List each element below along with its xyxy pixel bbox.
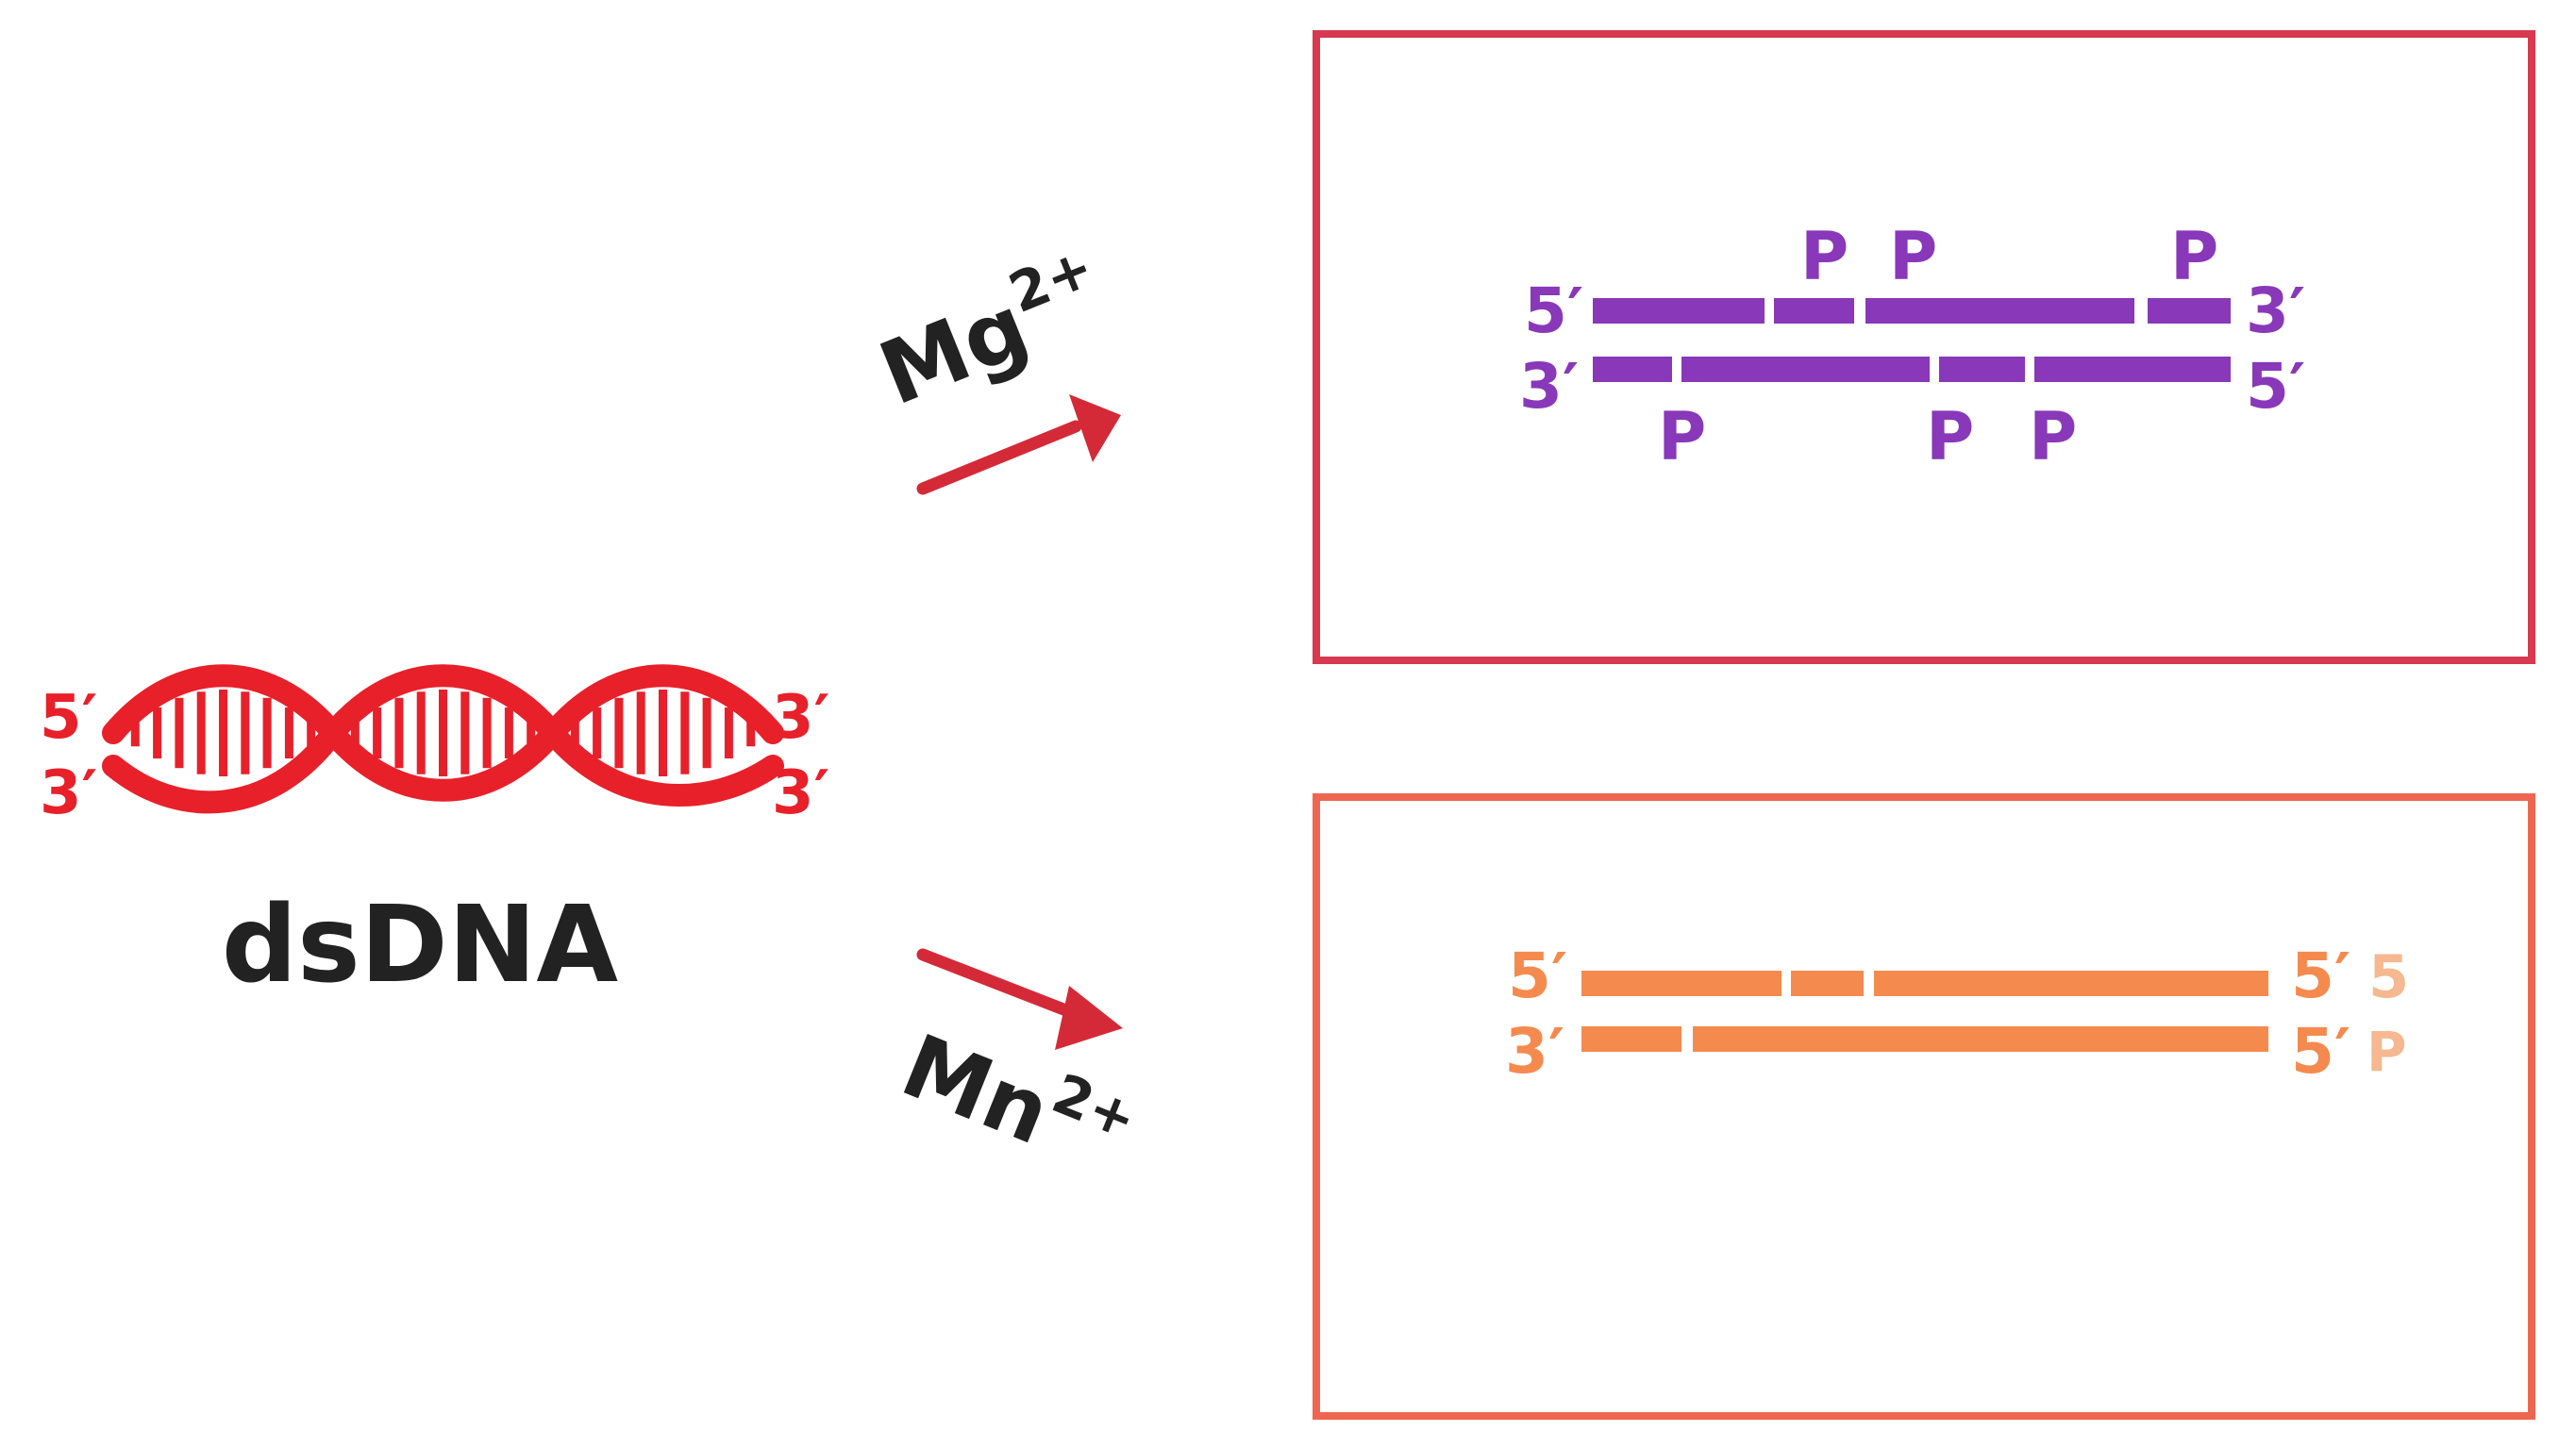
helix-rung (746, 719, 756, 747)
helix-rung (350, 719, 360, 747)
helix-strand-b (102, 664, 784, 814)
mn-right-bottom-extra: P (2367, 1020, 2407, 1084)
helix-rung (482, 697, 492, 769)
mg-phosphate-top: P (1800, 218, 1848, 295)
dsdna-label: dsDNA (222, 884, 619, 1007)
helix-rung (593, 707, 602, 759)
mg-duplex (1593, 298, 2231, 382)
helix-rung (460, 691, 470, 774)
helix-rung (570, 719, 579, 747)
helix-rung (284, 707, 293, 759)
dsdna-right-bottom-end: 3′ (772, 758, 829, 828)
mn-top-strand-segment (1874, 971, 2268, 996)
helix-rungs (130, 690, 756, 776)
helix-rung (504, 707, 513, 759)
arrow-to-mn-icon (916, 948, 1123, 1050)
mg-phosphate-top: P (2170, 218, 2218, 295)
mn-left-top-end: 5′ (1508, 940, 1567, 1012)
mg-top-strand-segment (1593, 298, 1765, 324)
helix-rung (130, 719, 140, 747)
helix-rung (175, 697, 184, 769)
mg-right-bottom-end: 5′ (2246, 350, 2305, 423)
mn-bottom-strand-segment (1581, 1026, 1681, 1052)
dsdna-left-top-end: 5′ (40, 683, 97, 753)
helix-rung (394, 697, 404, 769)
dsdna-left-bottom-end: 3′ (40, 758, 97, 828)
helix-rung (702, 697, 711, 769)
helix-rung (636, 691, 645, 774)
mn-top-strand-segment (1581, 971, 1781, 996)
helix-rung (196, 691, 206, 774)
mn-right-bottom-end: 5′ (2291, 1015, 2350, 1088)
mn-right-top-end: 5′ (2291, 940, 2350, 1012)
mg-left-bottom-end: 3′ (1519, 350, 1579, 423)
mn-duplex (1581, 971, 2268, 1052)
helix-rung (373, 707, 382, 759)
mg-bottom-strand-segment (1681, 357, 1930, 382)
helix-rung (241, 691, 250, 774)
mg-phosphate-bottom: P (1926, 398, 1974, 475)
helix-rung (527, 719, 536, 747)
mg-top-strand-segment (1774, 298, 1854, 324)
mn-ion-label: Mn2+ (889, 1006, 1146, 1196)
helix-rung (307, 719, 316, 747)
helix-rung (659, 690, 667, 776)
mg-right-top-end: 3′ (2246, 275, 2305, 347)
mn-ion-symbol: Mn (889, 1015, 1064, 1164)
mg-bottom-strand-segment (1939, 357, 2025, 382)
helix-rung (614, 697, 624, 769)
mg-bottom-strand-segment (2034, 357, 2231, 382)
mn-product-box (1313, 793, 2535, 1420)
mg-top-strand-segment (2148, 298, 2231, 324)
arrow-to-mg-icon (916, 394, 1121, 495)
mg-bottom-strand-segment (1593, 357, 1672, 382)
helix-rung (219, 690, 227, 776)
mn-right-top-extra: 5 (2368, 942, 2409, 1011)
mg-phosphate-bottom: P (1658, 398, 1706, 475)
mg-top-strand-segment (1865, 298, 2134, 324)
mg-phosphate-top: P (1889, 218, 1937, 295)
mn-left-bottom-end: 3′ (1505, 1015, 1564, 1088)
helix-rung (153, 707, 162, 759)
helix-rung (724, 707, 733, 759)
helix-strand-a (102, 664, 784, 802)
helix-rung (262, 697, 272, 769)
helix-rung (680, 691, 690, 774)
mg-ion-label: Mg2+ (862, 235, 1120, 425)
mn-bottom-strand-segment (1693, 1026, 2268, 1052)
mg-phosphate-bottom: P (2029, 398, 2077, 475)
helix-rung (416, 691, 426, 774)
helix-rung (439, 690, 447, 776)
dsdna-right-top-end: 3′ (772, 683, 829, 753)
dna-helix-icon (102, 664, 784, 814)
mg-product-box (1313, 30, 2535, 664)
mn-top-strand-segment (1791, 971, 1864, 996)
mg-left-top-end: 5′ (1524, 275, 1583, 347)
